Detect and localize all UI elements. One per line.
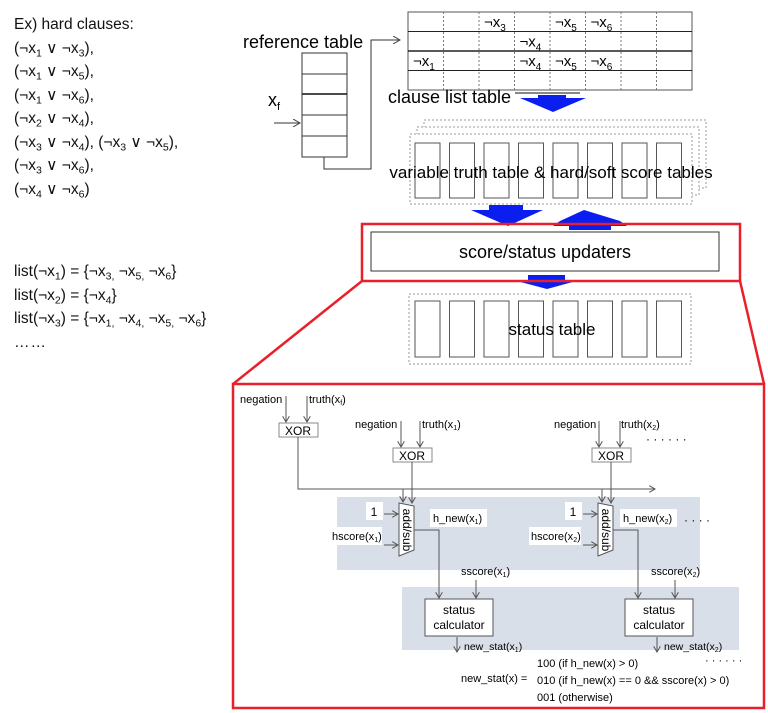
xor-label-2: XOR — [598, 449, 624, 463]
xf-bus-line — [297, 437, 655, 489]
truth-xf-label: truth(xf) — [309, 394, 346, 407]
status-calc-2-line2: calculator — [633, 618, 684, 632]
add-sub-label-2: add/sub — [599, 509, 613, 552]
negation-label-1: negation — [355, 419, 397, 431]
clause-cell: ¬x1 — [413, 53, 435, 73]
xor-label-f: XOR — [285, 424, 311, 438]
table-column — [449, 142, 475, 199]
example-heading: Ex) hard clauses: — [14, 16, 134, 33]
clause-cell: ¬x6 — [591, 53, 613, 73]
formula-lhs: new_stat(x) = — [461, 673, 527, 685]
clause-list: (¬x1 ∨ ¬x3), (¬x1 ∨ ¬x5), (¬x1 ∨ ¬x6), (¬x2… — [14, 37, 178, 202]
clause-cell: ¬x5 — [555, 14, 577, 34]
hard-clauses-example: Ex) hard clauses: (¬x1 ∨ ¬x3), (¬x1 ∨ ¬x5… — [14, 13, 178, 201]
negation-label-2: negation — [554, 419, 596, 431]
new-stat-x1-label: new_stat(x1) — [464, 641, 522, 654]
add-sub-label-1: add/sub — [400, 509, 414, 552]
negation-label-f: negation — [240, 394, 282, 406]
status-calculator-1 — [424, 598, 494, 637]
new-stat-x2-label: new_stat(x2) — [664, 641, 722, 654]
ref-to-clause-arrow — [323, 40, 400, 170]
literal-list-item: list(¬x2) = {¬x4} — [14, 286, 117, 306]
formula-case-2: 010 (if h_new(x) == 0 && sscore(x) > 0) — [537, 675, 729, 687]
const-one-1: 1 — [371, 505, 378, 519]
table-column — [621, 300, 648, 358]
table-column — [483, 142, 510, 199]
formula-case-3: 001 (otherwise) — [537, 692, 613, 704]
clause-cell: ¬x5 — [555, 53, 577, 73]
score-status-updaters-box — [370, 231, 720, 272]
table-column — [518, 142, 544, 199]
status-calc-2-line1: status — [643, 603, 675, 617]
table-column — [587, 142, 613, 199]
h-new-x1-label: h_new(x1) — [433, 513, 482, 526]
table-column — [656, 300, 682, 358]
sscore-x1-label: sscore(x1) — [461, 566, 510, 579]
clause-item: (¬x2 ∨ ¬x4), — [14, 110, 94, 130]
variable-tables-stack — [409, 119, 707, 205]
clause-item: (¬x1 ∨ ¬x5), — [14, 63, 94, 83]
h-new-x2-label: h_new(x2) — [623, 513, 672, 526]
sscore-x2-label: sscore(x2) — [651, 566, 700, 579]
clause-cell: ¬x3 — [484, 14, 506, 34]
updaters-highlight — [360, 222, 742, 283]
const-one-2: 1 — [570, 505, 577, 519]
table-column — [449, 300, 475, 358]
status-calc-1-line1: status — [443, 603, 475, 617]
xf-label: xf — [268, 90, 281, 113]
dots-top: · · · · · · — [646, 432, 687, 446]
clause-item: (¬x4 ∨ ¬x6) — [14, 180, 90, 200]
table-column — [414, 300, 441, 358]
clause-item: (¬x3 ∨ ¬x6), — [14, 157, 94, 177]
clause-list-table: ¬x3 ¬x5 ¬x6 ¬x4 ¬x1 ¬x4 ¬x5 ¬x6 — [407, 11, 693, 91]
table-column — [587, 300, 613, 358]
down-arrow-1 — [520, 95, 586, 112]
clause-cell: ¬x6 — [591, 14, 613, 34]
xor-label-1: XOR — [399, 449, 425, 463]
zoom-line-left — [232, 280, 363, 385]
table-column — [621, 142, 648, 199]
up-arrow — [553, 210, 627, 230]
zoom-line-right — [738, 280, 766, 385]
status-calculator-2 — [624, 598, 694, 637]
clause-item: (¬x3 ∨ ¬x4), (¬x3 ∨ ¬x5), — [14, 133, 179, 153]
down-arrow-2 — [471, 205, 543, 226]
table-column — [518, 300, 544, 358]
clause-cell: ¬x4 — [520, 34, 542, 54]
add-sub-unit-1 — [398, 502, 415, 557]
formula-case-1: 100 (if h_new(x) > 0) — [537, 658, 638, 670]
clause-cell: ¬x4 — [520, 53, 542, 73]
dots-mid: · · · · — [684, 513, 710, 527]
table-column — [552, 300, 579, 358]
table-column — [414, 142, 441, 199]
variable-tables-label: variable truth table & hard/soft score t… — [389, 163, 712, 182]
table-column — [483, 300, 510, 358]
lists-ellipsis: …… — [14, 333, 47, 351]
clause-item: (¬x1 ∨ ¬x6), — [14, 86, 94, 106]
adder-panel — [337, 497, 700, 570]
score-status-updaters-label: score/status updaters — [459, 242, 631, 262]
status-calc-1-line2: calculator — [433, 618, 484, 632]
reference-table — [301, 52, 348, 158]
dots-bottom: · · · · · · — [705, 655, 742, 667]
literal-list-item: list(¬x3) = {¬x1, ¬x4, ¬x5, ¬x6} — [14, 310, 207, 330]
literal-list-items: list(¬x1) = {¬x3, ¬x5, ¬x6} list(¬x2) = {… — [14, 260, 206, 331]
hscore-x2-label: hscore(x2) — [531, 531, 581, 544]
reference-table-label: reference table — [243, 32, 363, 52]
truth-x1-label: truth(x1) — [422, 419, 461, 432]
status-table-label: status table — [509, 320, 596, 339]
add-sub-unit-2 — [597, 502, 614, 557]
literal-list-item: list(¬x1) = {¬x3, ¬x5, ¬x6} — [14, 263, 177, 283]
hscore-x1-label: hscore(x1) — [332, 531, 382, 544]
status-table — [408, 293, 692, 365]
truth-x2-label: truth(x2) — [621, 419, 660, 432]
table-column — [656, 142, 682, 199]
clause-item: (¬x1 ∨ ¬x3), — [14, 39, 94, 59]
table-column — [552, 142, 579, 199]
literal-lists: list(¬x1) = {¬x3, ¬x5, ¬x6} list(¬x2) = {… — [14, 260, 206, 354]
clause-list-table-label: clause list table — [388, 87, 511, 107]
